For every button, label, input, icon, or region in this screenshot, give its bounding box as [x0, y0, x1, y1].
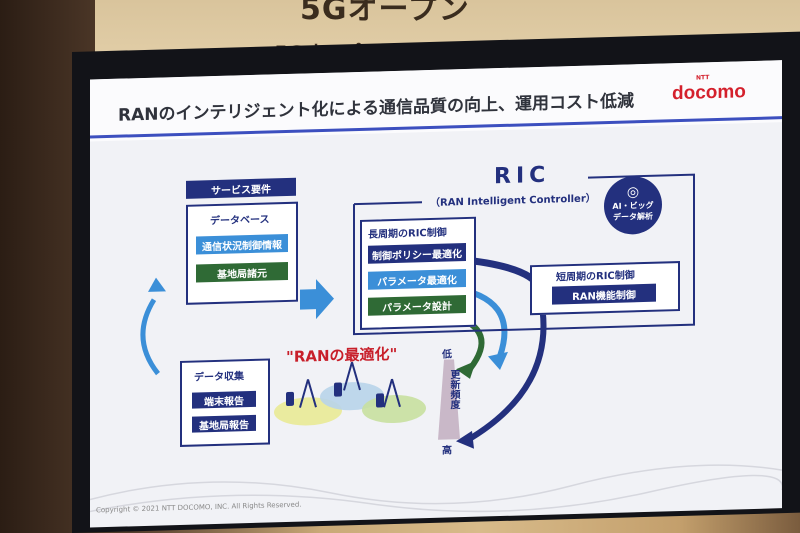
short-cycle-item: RAN機能制御 — [552, 283, 656, 305]
antenna-icon-2 — [343, 361, 361, 391]
database-panel: データベース 通信状況制御情報 基地局諸元 — [186, 201, 298, 305]
phone-icon-2 — [334, 382, 342, 397]
ran-optimization-label: "RANの最適化" — [286, 344, 398, 367]
long-cycle-panel: 長周期のRIC制御 制御ポリシー最適化 パラメータ最適化 パラメータ設計 — [360, 216, 476, 330]
arrow-short-cycle — [464, 294, 547, 444]
data-collection-panel: データ収集 端末報告 基地局報告 — [180, 358, 270, 447]
service-requirements-label: サービス要件 — [186, 177, 296, 199]
cycle-arrowhead — [148, 277, 166, 292]
antenna-icon-1 — [299, 379, 317, 408]
ric-frame — [353, 173, 695, 336]
database-item-1: 通信状況制御情報 — [196, 233, 288, 255]
collection-item-2: 基地局報告 — [192, 414, 256, 433]
ai-line-1: AI・ビッグ — [612, 200, 654, 211]
ai-line-2: データ解析 — [613, 211, 653, 222]
database-item-2: 基地局諸元 — [196, 261, 288, 283]
frequency-gauge — [438, 359, 460, 440]
long-cycle-item-1: 制御ポリシー最適化 — [368, 242, 466, 264]
collection-item-1: 端末報告 — [192, 390, 256, 409]
frequency-label: 更新頻度 — [448, 369, 459, 410]
ric-title: RIC — [494, 162, 551, 190]
short-cycle-heading: 短周期のRIC制御 — [556, 270, 635, 284]
flow-arrow-icon — [300, 279, 334, 320]
slide: RANのインテリジェント化による通信品質の向上、運用コスト低減 NTT doco… — [90, 60, 782, 528]
phone-icon-3 — [376, 393, 384, 408]
database-heading: データベース — [210, 214, 270, 228]
brain-icon: ◎ — [626, 184, 640, 201]
long-cycle-heading: 長周期のRIC制御 — [368, 227, 447, 241]
cycle-arrow-down — [140, 298, 160, 376]
display-monitor: RANのインテリジェント化による通信品質の向上、運用コスト低減 NTT doco… — [72, 31, 800, 533]
long-cycle-item-3: パラメータ設計 — [368, 294, 466, 316]
frequency-high: 高 — [442, 445, 452, 457]
short-cycle-panel: 短周期のRIC制御 RAN機能制御 — [530, 261, 680, 316]
phone-icon-1 — [286, 391, 294, 406]
frequency-low: 低 — [442, 349, 452, 361]
data-collection-heading: データ収集 — [194, 371, 244, 384]
long-cycle-item-2: パラメータ最適化 — [368, 268, 466, 290]
antenna-icon-3 — [383, 378, 401, 408]
banner-title: 5Gオープン — [300, 0, 470, 27]
